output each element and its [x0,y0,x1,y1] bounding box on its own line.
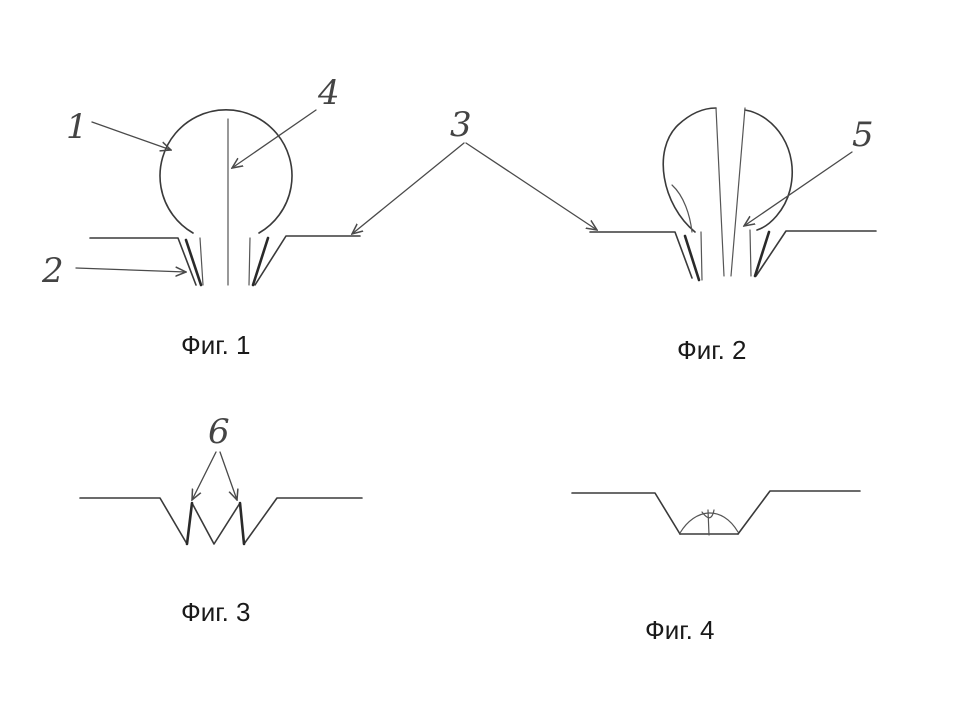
leader-3-right [465,142,597,230]
fig3-edge-right [238,501,246,546]
fig1-wall-right [251,236,270,287]
ref-number-4: 4 [317,73,340,113]
ref-number-5: 5 [852,115,874,155]
fig1-leader-2 [75,268,186,272]
fig2-balloon-right-half [744,109,793,231]
fig2-surface-left [589,231,693,279]
ref-number-6: 6 [208,412,230,452]
surface-label-group: 3 [352,105,597,234]
fig2-slit-left [715,107,725,277]
figure-3-caption: Фиг. 3 [181,597,251,627]
figure-4-drawing [571,490,861,536]
figure-4-caption: Фиг. 4 [645,615,715,645]
fig1-surface-right [254,235,361,286]
fig2-inner-left [700,231,703,281]
fig4-tie-mark [701,509,715,536]
fig3-leader-6-right [219,451,237,500]
ref-number-1: 1 [66,107,88,147]
fig2-inner-right [749,229,752,277]
fig1-inner-right [248,237,251,286]
fig1-inner-left [199,237,204,286]
figure-1-drawing: 1 4 2 [41,73,361,291]
fig3-edge-left [185,501,194,546]
fig4-profile [571,490,861,535]
leader-3-left [352,142,465,234]
ref-number-3: 3 [450,105,472,145]
fig3-profile [79,497,363,545]
fig2-wall-left [683,234,701,282]
fig1-leader-4 [232,109,317,168]
fig1-surface-left [89,237,197,286]
ref-number-2: 2 [41,251,64,291]
fig1-balloon [159,109,293,234]
fig2-wall-right [753,230,771,278]
fig1-leader-1 [91,121,171,150]
fig2-slit-right [730,107,746,277]
figure-2-caption: Фиг. 2 [677,335,747,365]
fig2-surface-right [755,230,877,277]
fig2-leader-5 [744,151,853,226]
fig3-leader-6-left [192,451,217,500]
fig2-curl-left [671,184,693,233]
figure-3-drawing: 6 [79,412,363,546]
fig1-wall-left [184,238,203,287]
figure-1-caption: Фиг. 1 [181,330,251,360]
fig2-balloon-left-half [662,107,717,233]
figure-2-drawing: 5 [589,107,877,282]
